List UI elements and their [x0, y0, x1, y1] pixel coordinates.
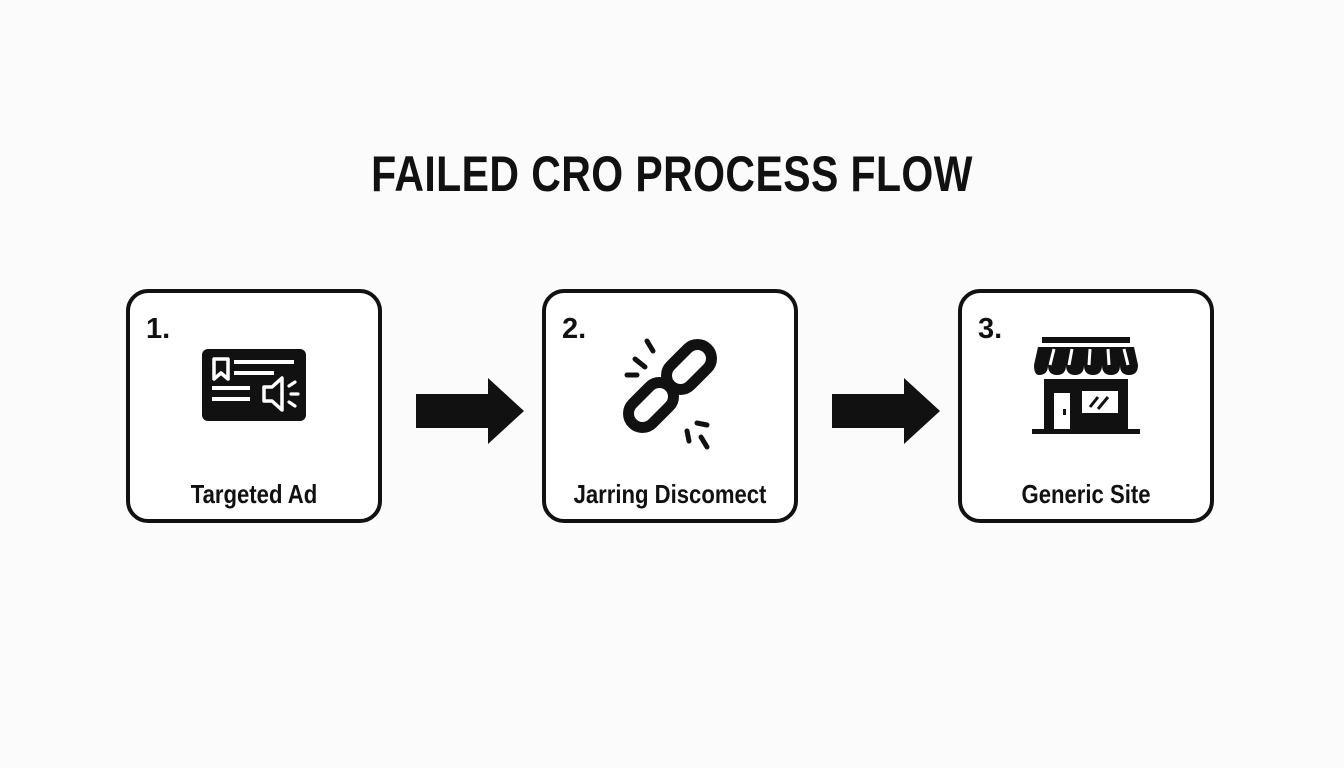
step-label: Generic Site: [1021, 479, 1151, 509]
diagram-title: FAILED CRO PROCESS FLOW: [371, 146, 973, 202]
storefront-icon: [962, 331, 1210, 451]
step-number: 1.: [146, 313, 171, 345]
step-card-1: 1. Targeted Ad: [126, 289, 382, 523]
step-label: Jarring Discomect: [573, 479, 767, 509]
step-card-2: 2. Jarring Discomect: [542, 289, 798, 523]
arrow-right-icon: [830, 376, 942, 446]
step-number: 3.: [978, 313, 1003, 345]
broken-link-icon: [546, 331, 794, 451]
ad-card-megaphone-icon: [130, 331, 378, 451]
step-label: Targeted Ad: [190, 479, 318, 509]
step-card-3: 3. Generic Site: [958, 289, 1214, 523]
arrow-right-icon: [414, 376, 526, 446]
step-number: 2.: [562, 313, 587, 345]
